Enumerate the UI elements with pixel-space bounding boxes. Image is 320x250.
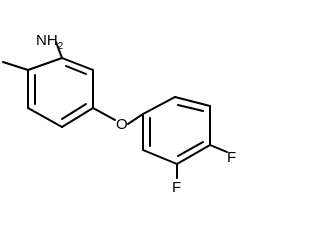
- ether-bond-right: [127, 113, 144, 125]
- ring-a-bond-3: [61, 107, 94, 128]
- structure-diagram: NH2 O F F: [2, 32, 236, 196]
- ether-oxygen-label: O: [116, 116, 128, 133]
- cf-bond-para: [209, 144, 228, 153]
- ring-b-double-2: [177, 141, 204, 157]
- amine-label: NH2: [36, 32, 64, 52]
- ring-a-bond-4: [27, 107, 63, 128]
- fluorine-para-label: F: [227, 149, 236, 166]
- ring-a-double-1: [65, 65, 87, 75]
- ether-bond-left: [92, 107, 116, 121]
- fluorine-bonds: [176, 144, 228, 179]
- amine-subscript: 2: [58, 41, 64, 52]
- ring-b-bond-2: [174, 96, 211, 107]
- ring-b-bond-5: [142, 149, 178, 165]
- ring-a-double-2: [61, 103, 87, 120]
- ring-b-bond-4: [176, 144, 211, 165]
- ring-b-bond-1: [142, 96, 176, 115]
- aniline-ring: [27, 57, 94, 128]
- ring-a-bond-1: [61, 57, 94, 71]
- amine-symbol: NH: [36, 32, 58, 49]
- ether-linkage: [92, 107, 144, 125]
- ring-b-double-1: [177, 104, 204, 112]
- difluorophenyl-ring: [142, 96, 211, 165]
- ring-a-bond-6: [27, 57, 63, 71]
- amine-bond: [55, 41, 63, 59]
- methyl-bond: [2, 61, 29, 71]
- fluorine-meta-label: F: [172, 179, 181, 196]
